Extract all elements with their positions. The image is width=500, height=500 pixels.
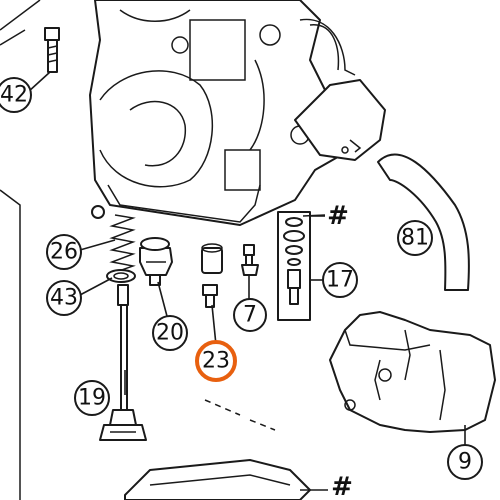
callout-19: 19 (74, 380, 110, 416)
hash-mark-gasket: # (331, 472, 353, 500)
callout-9: 9 (447, 444, 483, 480)
hose (377, 153, 470, 291)
callout-20: 20 (152, 315, 188, 351)
svg-text:7: 7 (243, 303, 257, 328)
small-screw (241, 244, 259, 276)
leader-lines (27, 71, 466, 445)
svg-text:17: 17 (326, 268, 354, 293)
svg-text:23: 23 (202, 349, 230, 374)
frame-edge-left (0, 189, 21, 500)
svg-text:19: 19 (78, 386, 106, 411)
bolt (44, 27, 60, 73)
callout-42: 42 (0, 77, 32, 113)
gasket (124, 399, 311, 500)
needle-assembly (99, 284, 147, 441)
o-ring (106, 269, 136, 283)
svg-text:42: 42 (0, 83, 28, 108)
svg-text:26: 26 (50, 240, 78, 265)
svg-text:20: 20 (156, 321, 184, 346)
svg-text:81: 81 (401, 226, 429, 251)
callout-26: 26 (46, 234, 82, 270)
hash-mark-kit: # (327, 201, 349, 231)
valve-part (139, 237, 173, 286)
svg-text:43: 43 (50, 286, 78, 311)
callout-81: 81 (397, 220, 433, 256)
svg-text:9: 9 (458, 450, 472, 475)
spring (91, 205, 136, 273)
frame-edge (0, 0, 41, 46)
float-bowl (329, 311, 496, 433)
part-17-kit (277, 211, 311, 321)
callout-17: 17 (322, 262, 358, 298)
callout-43: 43 (46, 280, 82, 316)
carburetor-body (89, 0, 351, 226)
callout-7: 7 (233, 298, 267, 332)
throttle-sensor (294, 18, 386, 161)
jet-holder (201, 243, 223, 308)
callout-23-highlighted[interactable]: 23 (195, 340, 237, 382)
